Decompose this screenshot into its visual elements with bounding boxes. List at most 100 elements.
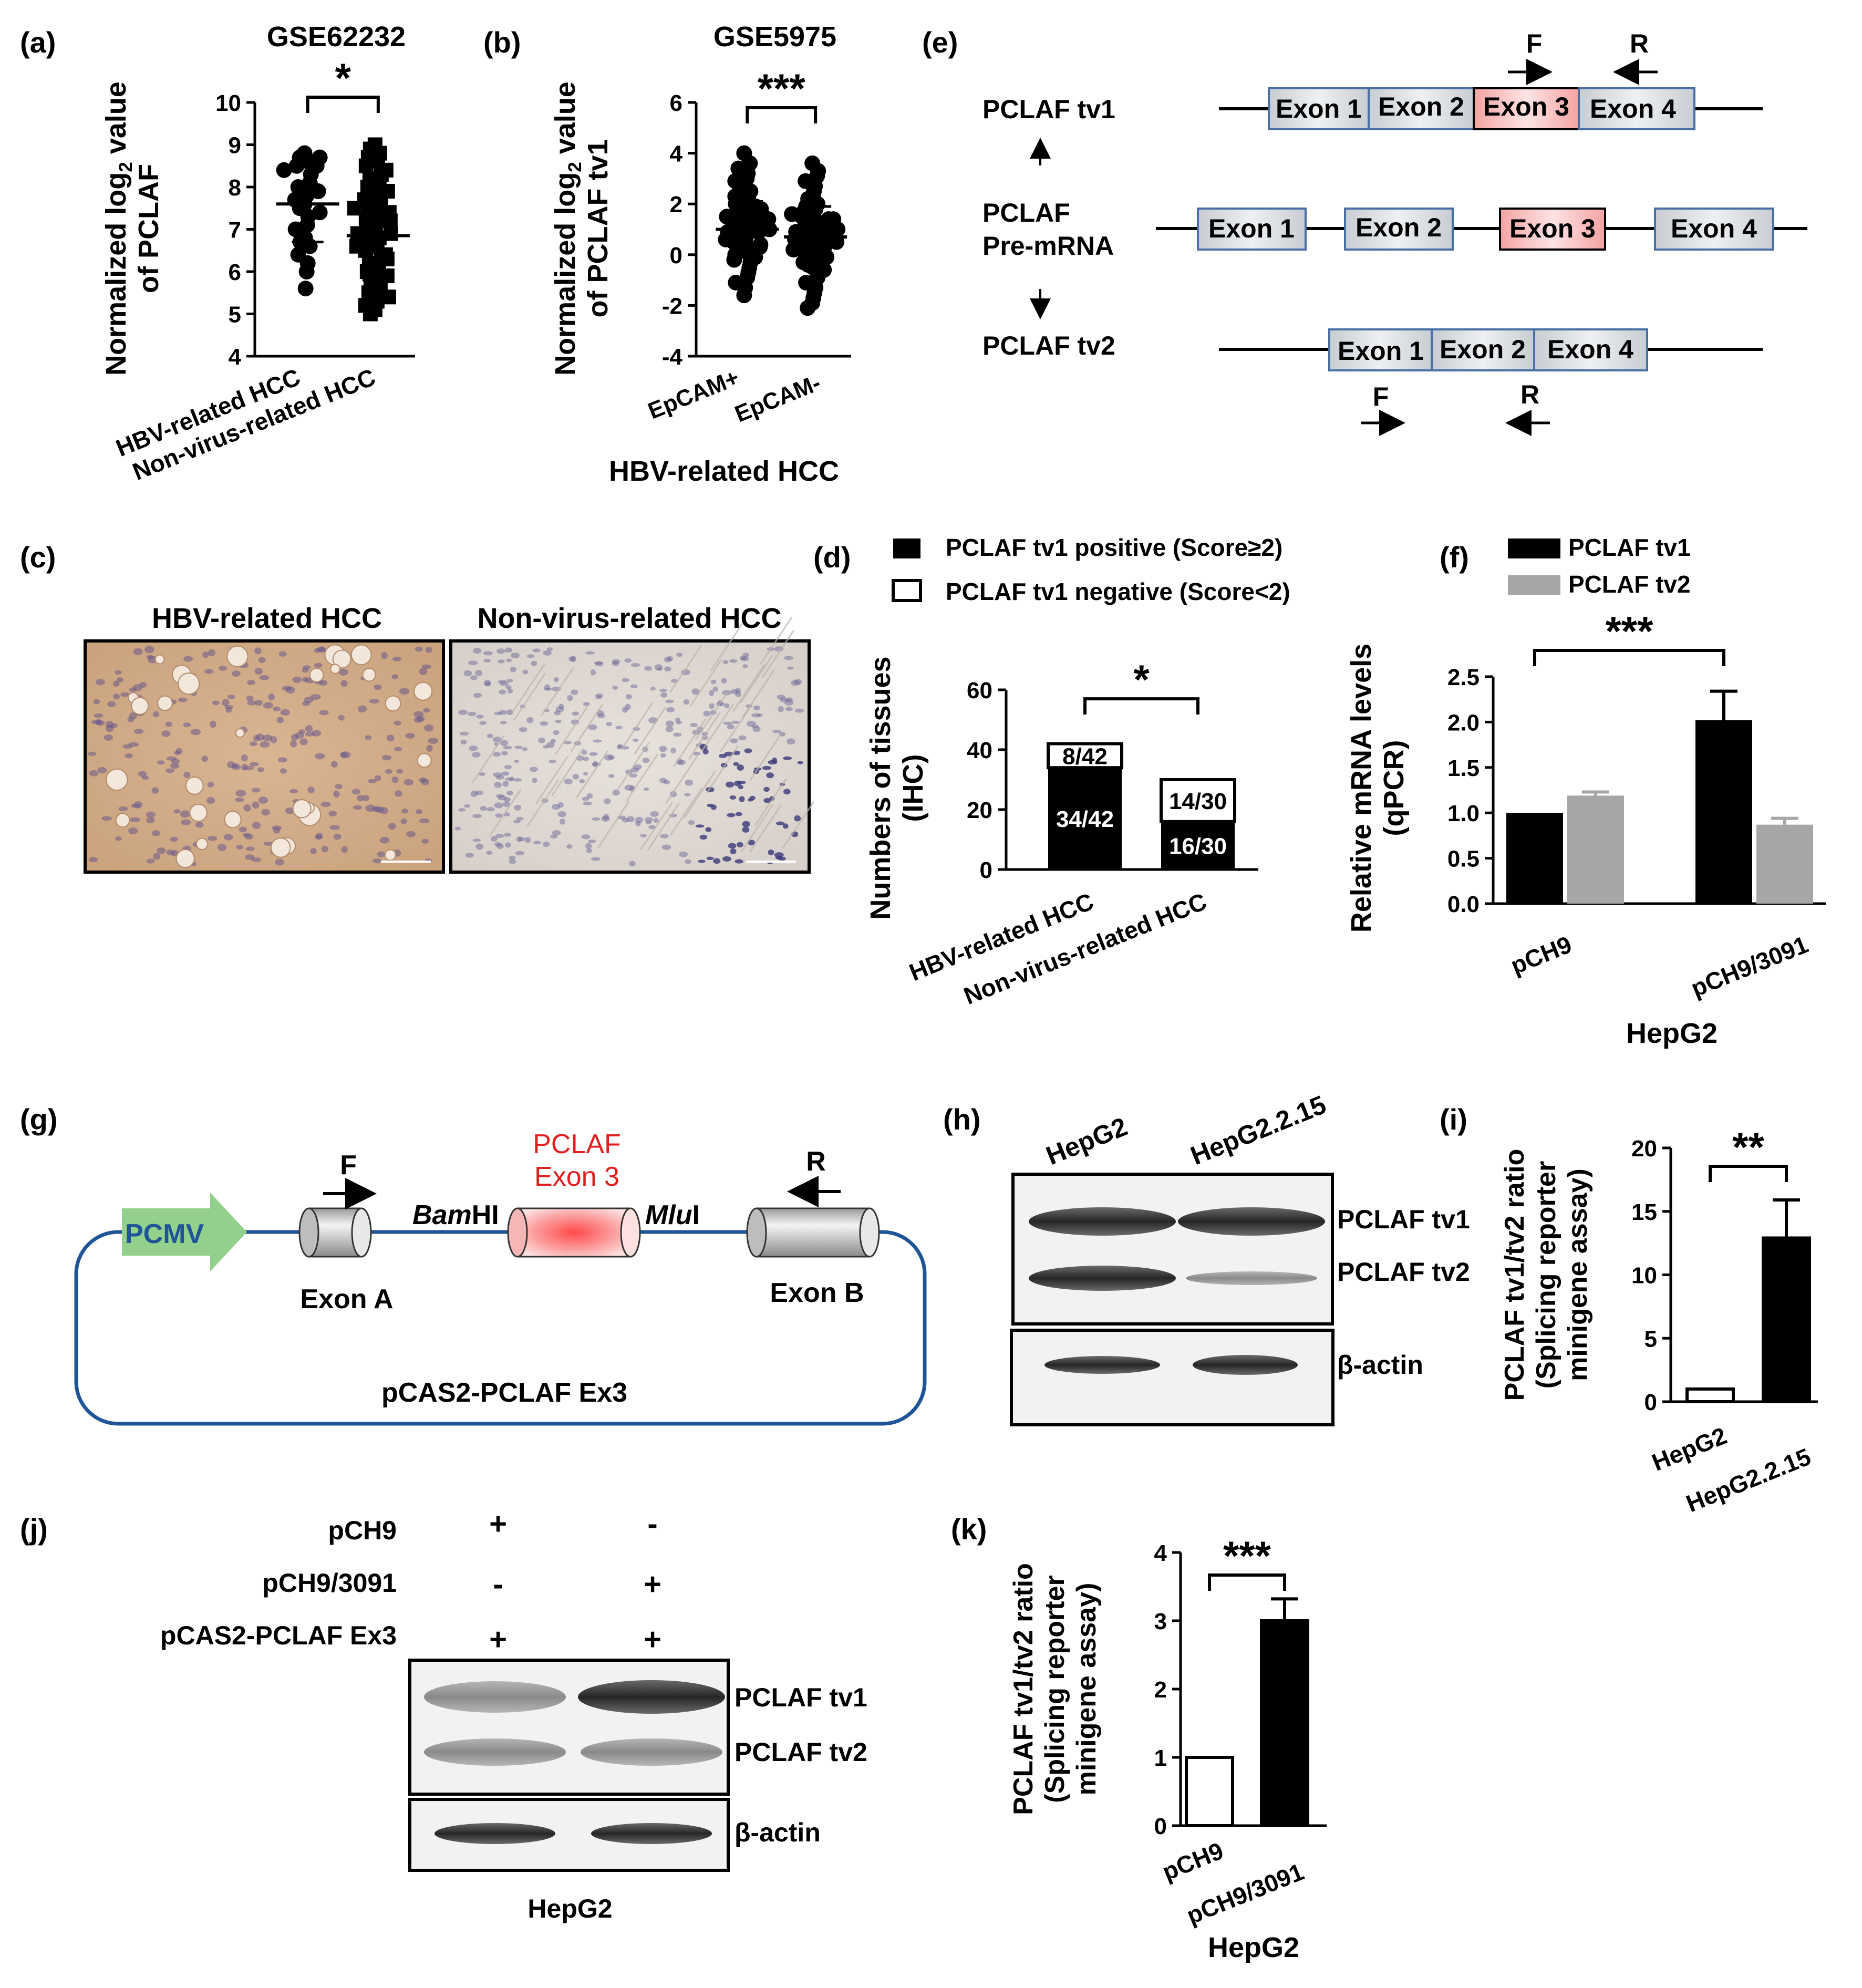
data-point [276, 162, 292, 178]
nucleus [280, 709, 290, 716]
nucleus [428, 738, 439, 744]
nucleus [504, 764, 512, 770]
nucleus [722, 660, 728, 664]
nucleus [379, 837, 390, 844]
nucleus [629, 773, 638, 778]
nucleus [394, 720, 401, 726]
fiber [782, 801, 815, 849]
nucleus [783, 789, 791, 795]
bar-label-negative: 14/30 [1169, 789, 1227, 814]
nucleus [500, 740, 509, 747]
nucleus [273, 827, 281, 834]
data-point [736, 287, 752, 304]
nucleus [744, 748, 752, 753]
nucleus [650, 811, 659, 817]
nucleus [738, 735, 747, 741]
nucleus [289, 789, 298, 794]
j-band1-label: PCLAF tv1 [735, 1683, 867, 1712]
nucleus [563, 741, 572, 744]
nucleus [180, 810, 190, 818]
nucleus [514, 804, 522, 811]
nucleus [372, 858, 382, 864]
nucleus [666, 707, 675, 713]
nucleus [298, 729, 306, 734]
nucleus [415, 646, 423, 652]
nucleus [257, 767, 264, 772]
nucleus [751, 724, 759, 729]
panel-label-d: (d) [813, 541, 851, 574]
chart-title: GSE62232 [267, 21, 406, 53]
nucleus [667, 656, 674, 661]
nucleus [351, 789, 360, 795]
nucleus [421, 779, 429, 785]
nucleus [321, 845, 329, 853]
band-j-actin-lane2 [591, 1823, 712, 1844]
tv1-exon4-label: Exon 4 [1590, 94, 1676, 123]
band-j-actin-lane1 [435, 1823, 555, 1844]
y-tick-label: 1.0 [1447, 801, 1480, 826]
nucleus [94, 713, 104, 718]
significance-stars: *** [1605, 608, 1653, 654]
nucleus [251, 857, 262, 862]
nucleus [513, 778, 522, 782]
nucleus [340, 680, 348, 687]
nucleus [302, 677, 308, 682]
nucleus [730, 848, 737, 855]
fiber [625, 753, 659, 802]
nucleus [709, 690, 715, 696]
fiber [710, 623, 743, 671]
x-axis-label: HBV-related HCC [609, 455, 839, 487]
tv1-exon1-label: Exon 1 [1276, 94, 1362, 123]
panel-label-c: (c) [20, 541, 56, 574]
nucleus [335, 783, 343, 790]
nucleus [553, 730, 560, 736]
x-tick-label: EpCAM- [731, 370, 824, 428]
nucleus [588, 840, 596, 843]
pre-exon4 [1654, 208, 1774, 251]
data-point [347, 201, 362, 216]
nucleus [338, 715, 345, 721]
nucleus [483, 659, 491, 662]
nucleus [729, 795, 737, 800]
nucleus [314, 662, 323, 668]
nucleus [751, 713, 761, 718]
nucleus [590, 669, 596, 676]
nucleus [368, 779, 377, 784]
nucleus [396, 769, 403, 774]
y-tick-label: 20 [967, 798, 992, 823]
fiber [634, 706, 667, 755]
nucleus [504, 833, 511, 837]
fiber [761, 630, 795, 678]
nucleus [555, 706, 564, 712]
nucleus [581, 834, 591, 840]
nucleus [630, 663, 640, 667]
nucleus [763, 798, 771, 803]
nucleus [208, 649, 216, 657]
nucleus [249, 741, 257, 747]
nucleus [753, 705, 760, 710]
nucleus [375, 775, 381, 782]
nucleus [511, 653, 520, 659]
data-point [298, 264, 315, 279]
tv2-exon1-label: Exon 1 [1338, 336, 1424, 366]
nucleus [702, 749, 709, 755]
x-axis-label: HepG2 [1208, 1932, 1299, 1963]
nucleus [307, 786, 315, 793]
pcmv-label: PCMV [125, 1219, 204, 1249]
nucleus [582, 750, 587, 755]
nucleus [153, 853, 161, 860]
nucleus [161, 730, 171, 737]
nucleus [130, 817, 140, 823]
nucleus [391, 776, 399, 783]
nucleus [650, 687, 656, 691]
nucleus [268, 693, 275, 701]
fiber [513, 672, 546, 721]
nucleus [494, 802, 503, 809]
nucleus [589, 752, 598, 756]
nucleus [381, 754, 392, 761]
data-point [800, 300, 816, 316]
nucleus [630, 684, 638, 689]
nucleus [479, 721, 487, 726]
